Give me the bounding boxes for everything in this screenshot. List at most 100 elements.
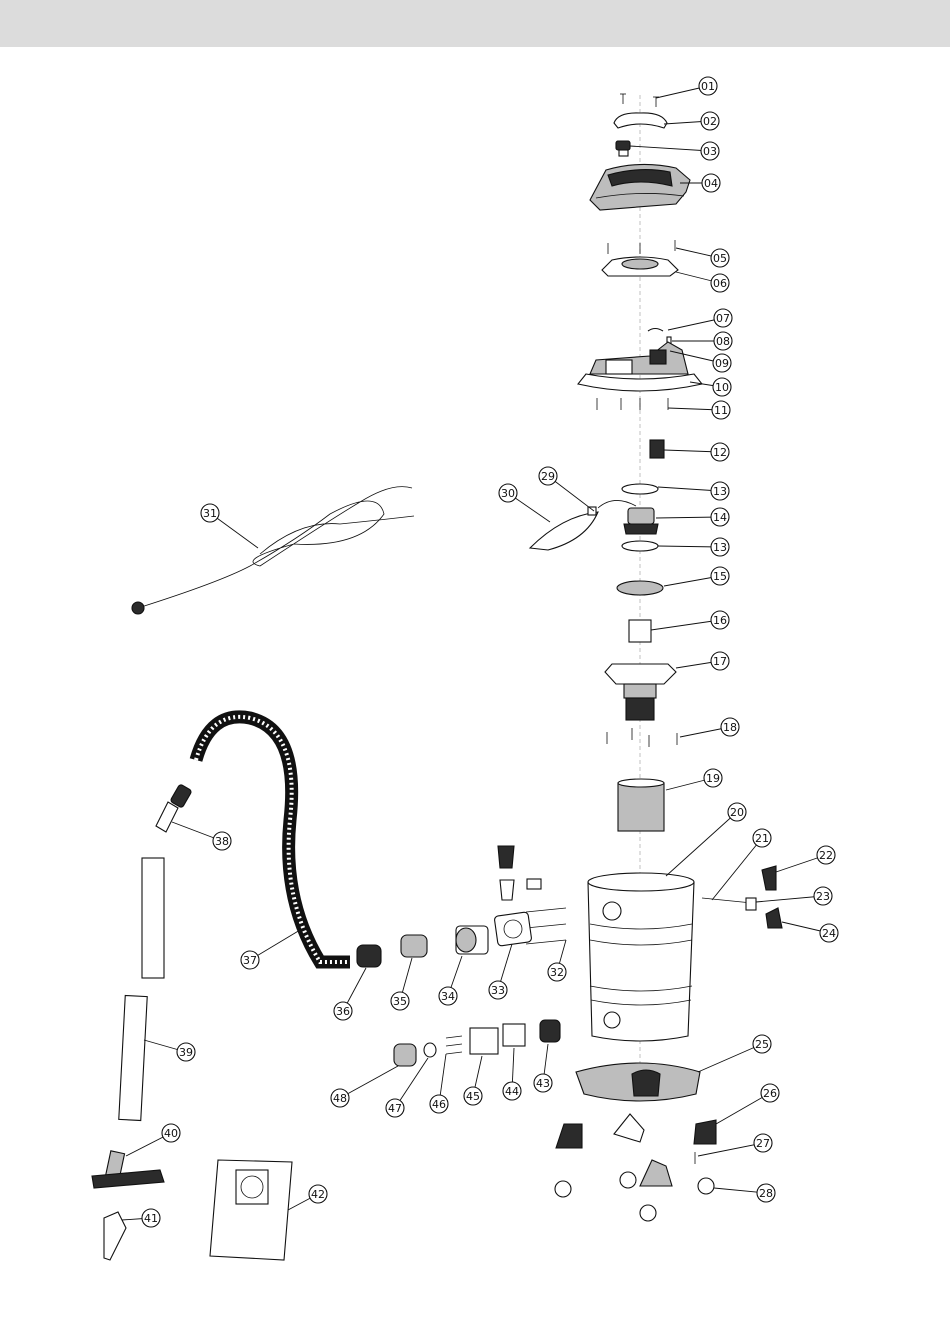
- callout-number: 21: [755, 832, 769, 845]
- callout-43: 43: [534, 1044, 552, 1092]
- flange-45: [470, 1028, 498, 1054]
- elbow-38: [156, 784, 192, 832]
- callout-31: 31: [201, 504, 258, 548]
- latch-left-lower: [500, 880, 514, 900]
- screws-18: [607, 728, 677, 747]
- callout-number: 33: [491, 984, 505, 997]
- callout-number: 05: [713, 252, 727, 265]
- leader-line: [651, 620, 720, 630]
- seal-ring-15: [617, 581, 663, 595]
- callout-number: 41: [144, 1212, 158, 1225]
- callout-13: 13: [658, 482, 729, 500]
- switch-03: [616, 141, 630, 156]
- leader-line: [698, 1143, 763, 1156]
- motor-plate-06: [602, 257, 678, 276]
- callout-number: 07: [716, 312, 730, 325]
- callout-number: 48: [333, 1092, 347, 1105]
- screws-11: [597, 398, 668, 410]
- gasket-13-lower: [622, 541, 658, 551]
- callout-24: 24: [782, 922, 838, 942]
- callout-number: 17: [713, 655, 727, 668]
- filter-19: [618, 779, 664, 831]
- leader-line: [630, 146, 710, 151]
- callout-number: 32: [550, 966, 564, 979]
- callout-11: 11: [668, 401, 730, 419]
- callout-08: 08: [672, 332, 732, 350]
- callout-number: 08: [716, 335, 730, 348]
- callout-34: 34: [439, 956, 462, 1005]
- callout-number: 27: [756, 1137, 770, 1150]
- callout-19: 19: [666, 769, 722, 790]
- callout-number: 23: [816, 890, 830, 903]
- callout-40: 40: [126, 1124, 180, 1156]
- callout-number: 47: [388, 1102, 402, 1115]
- callout-12: 12: [664, 443, 729, 461]
- leader-line: [340, 1066, 398, 1098]
- latch-left-upper: [498, 846, 514, 868]
- callout-number: 30: [501, 487, 515, 500]
- handle-02: [614, 113, 667, 128]
- callout-number: 26: [763, 1087, 777, 1100]
- callout-number: 22: [819, 849, 833, 862]
- callout-number: 06: [713, 277, 727, 290]
- callout-03: 03: [630, 142, 719, 160]
- callout-number: 25: [755, 1038, 769, 1051]
- outlet-43: [540, 1020, 560, 1042]
- callout-number: 10: [715, 381, 729, 394]
- callout-41: 41: [122, 1209, 160, 1227]
- latch-24: [766, 908, 782, 928]
- callout-17: 17: [676, 652, 729, 670]
- inlet-34: [456, 926, 488, 954]
- callout-25: 25: [698, 1035, 771, 1072]
- callout-16: 16: [651, 611, 729, 630]
- callout-33: 33: [489, 944, 512, 999]
- connector-35: [401, 935, 427, 957]
- callout-number: 18: [723, 721, 737, 734]
- callout-number: 14: [713, 511, 727, 524]
- callout-number: 46: [432, 1098, 446, 1111]
- callout-number: 37: [243, 954, 257, 967]
- screws-46: [446, 1036, 462, 1054]
- caster-housing-26: [694, 1120, 716, 1144]
- callout-32: 32: [548, 940, 566, 981]
- callout-number: 04: [704, 177, 718, 190]
- leader-line: [712, 838, 762, 900]
- callout-number: 45: [466, 1090, 480, 1103]
- cable-30: [530, 512, 598, 550]
- gasket-13-upper: [622, 484, 658, 494]
- floor-nozzle-40: [92, 1151, 164, 1188]
- leader-line: [698, 1044, 762, 1072]
- latch-rod-21: [702, 898, 752, 903]
- callout-18: 18: [680, 718, 739, 737]
- callout-number: 01: [701, 80, 715, 93]
- callout-26: 26: [716, 1084, 779, 1124]
- callout-number: 28: [759, 1187, 773, 1200]
- base-25: [576, 1063, 700, 1101]
- tank-20: [588, 873, 694, 1041]
- callout-42: 42: [288, 1185, 327, 1210]
- callout-number: 20: [730, 806, 744, 819]
- leader-line: [656, 517, 720, 518]
- screws-32: [526, 908, 566, 944]
- latch-22: [762, 866, 776, 890]
- callout-number: 02: [703, 115, 717, 128]
- callout-number: 16: [713, 614, 727, 627]
- callout-number: 13: [713, 541, 727, 554]
- callout-15: 15: [664, 567, 729, 586]
- callout-39: 39: [144, 1040, 195, 1061]
- callout-number: 35: [393, 995, 407, 1008]
- oring-47: [424, 1043, 436, 1057]
- callout-number: 43: [536, 1077, 550, 1090]
- caster-housing-left: [556, 1124, 582, 1148]
- callout-number: 03: [703, 145, 717, 158]
- callout-number: 29: [541, 470, 555, 483]
- screws-01: [620, 94, 659, 107]
- callout-number: 40: [164, 1127, 178, 1140]
- callout-44: 44: [503, 1048, 521, 1100]
- callout-number: 42: [311, 1188, 325, 1201]
- cap-48: [394, 1044, 416, 1066]
- callout-number: 34: [441, 990, 455, 1003]
- motor-14: [598, 500, 658, 534]
- leader-line: [666, 812, 737, 876]
